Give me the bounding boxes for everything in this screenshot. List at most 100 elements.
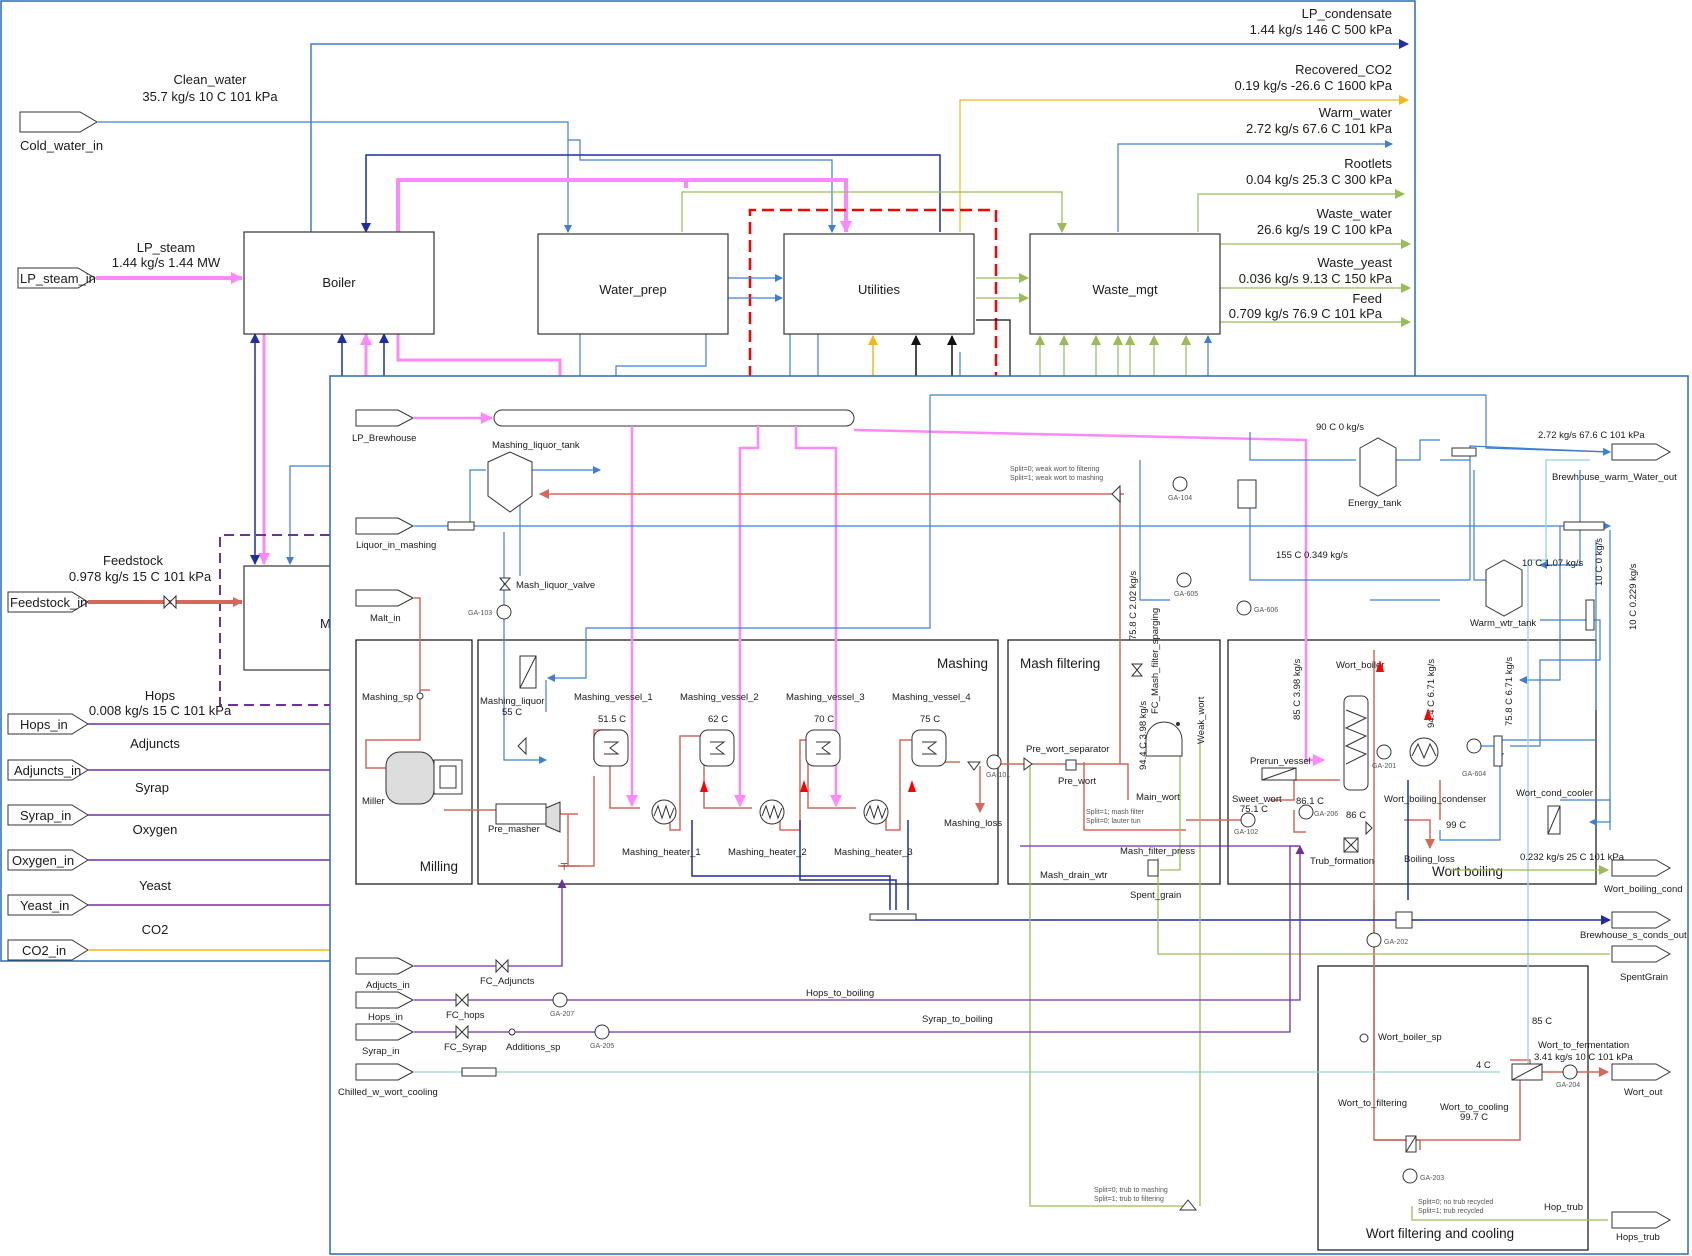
spent-grain-outlet[interactable]: SpentGrain (1611, 945, 1672, 983)
warm-water-heater[interactable] (1451, 447, 1477, 457)
cond-heater[interactable] (1585, 599, 1595, 631)
wort-to-cooling-temp: 99.7 C (1460, 1112, 1488, 1123)
warm-water-outlet[interactable]: Brewhouse_warm_Water_out 2.72 kg/s 67.6 … (1538, 430, 1677, 483)
prerun-vessel-label: Prerun_vessel (1250, 756, 1311, 767)
hops-trub-outlet[interactable]: Hops_trub (1611, 1211, 1672, 1243)
malt-in-inlet[interactable]: Malt_in (355, 589, 415, 624)
lp-steam-inlet-label: LP_steam_in (20, 271, 96, 286)
syrap-in-inlet[interactable]: Syrap_in (355, 1023, 415, 1057)
trub-formation[interactable] (1343, 837, 1359, 853)
ga104-pump[interactable] (1172, 476, 1188, 492)
feedstock-valve-icon[interactable] (163, 594, 177, 610)
mashing-vessel-3[interactable] (805, 729, 841, 767)
conds-mixer[interactable] (1395, 911, 1413, 929)
wort-out-label: Wort_out (1624, 1087, 1663, 1098)
boil-splitter[interactable] (1365, 820, 1373, 836)
wort-boiler-column[interactable] (1343, 695, 1369, 791)
milling-block-partial[interactable] (243, 565, 335, 671)
split-recyc-1: Split=0; no trub recycled (1418, 1199, 1493, 1206)
boiler-block[interactable] (243, 231, 435, 335)
lp-steam-name: LP_steam (137, 240, 196, 255)
ga205-pump[interactable] (594, 1024, 610, 1040)
ga202-pump[interactable] (1366, 932, 1382, 948)
cond-heater-2[interactable] (1493, 735, 1503, 767)
pre-wort-filter[interactable] (1065, 759, 1077, 771)
conds-outlet[interactable]: Brewhouse_s_conds_out (1580, 911, 1687, 941)
fc-hops-valve[interactable] (455, 992, 469, 1008)
water-to-milling (286, 465, 330, 565)
adjuncts-in-inlet[interactable]: Adjucts_in (355, 957, 415, 991)
chilled-w-inlet[interactable]: Chilled_w_wort_cooling (338, 1063, 438, 1098)
ga102-pump[interactable] (1240, 812, 1256, 828)
cold-water-inlet[interactable]: Cold_water_in (19, 111, 103, 153)
ga201-pump[interactable] (1376, 744, 1392, 760)
syrap-inlet[interactable]: Syrap_in (7, 804, 89, 826)
hops-in-inlet[interactable]: Hops_in (355, 991, 415, 1023)
steam-header-pipe[interactable] (493, 409, 855, 427)
utilities-block[interactable] (783, 233, 975, 335)
waste-mgt-block[interactable] (1029, 233, 1221, 335)
mashing-liquor-tank[interactable] (487, 451, 533, 513)
fc-sparging-valve[interactable] (1130, 663, 1144, 677)
s0232: 0.232 kg/s 25 C 101 kPa (1520, 852, 1625, 863)
fc-adjuncts-valve[interactable] (495, 958, 509, 974)
wort-boiling-condenser[interactable] (1409, 737, 1439, 767)
water-prep-block[interactable] (537, 233, 729, 335)
oxygen-inlet[interactable]: Oxygen_in (7, 849, 89, 871)
energy-exchanger[interactable] (1237, 479, 1257, 509)
energy-tank[interactable] (1359, 437, 1397, 497)
mashing-vessel-4[interactable] (911, 729, 947, 767)
heater1-label: Mashing_heater_1 (622, 847, 701, 858)
chilled-exchanger[interactable] (461, 1067, 497, 1077)
co2-inlet[interactable]: CO2_in (7, 939, 89, 961)
connector-bundle (579, 334, 961, 376)
lp-brewhouse-inlet[interactable]: LP_Brewhouse (352, 409, 416, 444)
ga604-pump[interactable] (1466, 738, 1482, 754)
s10c0: 10 C 0 kg/s (1594, 538, 1605, 586)
additions-sp-node[interactable] (508, 1028, 516, 1036)
mashing-loss-splitter[interactable] (967, 761, 981, 771)
feedstock-inlet[interactable]: Feedstock_in (7, 591, 89, 613)
ga101-pump[interactable] (986, 754, 1002, 770)
mashing-heater-1[interactable] (651, 799, 677, 825)
wort-out-outlet[interactable]: Wort_out (1611, 1063, 1672, 1098)
pre-masher-unit[interactable] (495, 801, 561, 833)
ga103-pump[interactable] (496, 604, 512, 620)
fc-syrap-valve[interactable] (455, 1024, 469, 1040)
mashing-vessel-2[interactable] (699, 729, 735, 767)
pre-wort-separator[interactable] (1023, 757, 1033, 771)
liquor-heat-exchanger[interactable] (447, 521, 475, 531)
mash-filter-press[interactable] (1147, 859, 1159, 877)
cooling-heater[interactable] (1563, 521, 1605, 531)
wort-boiling-cond-outlet[interactable]: Wort_boiling_cond (1604, 859, 1683, 895)
s85-398: 85 C 3.98 kg/s (1292, 658, 1303, 720)
main-wort-vessel[interactable] (1145, 721, 1183, 757)
miller-unit[interactable] (385, 751, 463, 805)
mash-liquor-valve-icon[interactable] (498, 577, 512, 591)
mashing-vessel-1[interactable] (593, 729, 629, 767)
ga206-pump[interactable] (1298, 804, 1314, 820)
ga204-pump[interactable] (1562, 1064, 1578, 1080)
mashing-sp-node[interactable] (416, 692, 424, 700)
yeast-inlet[interactable]: Yeast_in (7, 894, 89, 916)
ga606-pump[interactable] (1236, 600, 1252, 616)
condensate-collector[interactable] (869, 913, 917, 921)
trub-splitter[interactable] (1178, 1199, 1198, 1211)
adjuncts-inlet[interactable]: Adjuncts_in (7, 759, 89, 781)
s10c0229: 10 C 0.229 kg/s (1628, 563, 1639, 630)
lp-steam-inlet[interactable]: LP_steam_in (17, 267, 96, 289)
ga207-pump[interactable] (552, 992, 568, 1008)
mash-liquor-valve-label: Mash_liquor_valve (516, 580, 595, 591)
ga203-pump[interactable] (1402, 1168, 1418, 1184)
mash-drain-label: Mash_drain_wtr (1040, 870, 1108, 881)
ga104-label: GA-104 (1168, 495, 1192, 502)
mashing-heater-3[interactable] (863, 799, 889, 825)
wort-boiler-sp-node[interactable] (1359, 1033, 1369, 1043)
mashing-heater-2[interactable] (759, 799, 785, 825)
weak-wort-splitter[interactable] (1111, 484, 1121, 504)
hops-inlet[interactable]: Hops_in (7, 713, 89, 735)
liquor-in-mashing-inlet[interactable]: Liquor_in_mashing (355, 517, 436, 551)
mashing-liquor-mixer[interactable] (517, 736, 527, 756)
warm-wtr-tank[interactable] (1485, 559, 1523, 617)
ga605-pump[interactable] (1176, 572, 1192, 588)
